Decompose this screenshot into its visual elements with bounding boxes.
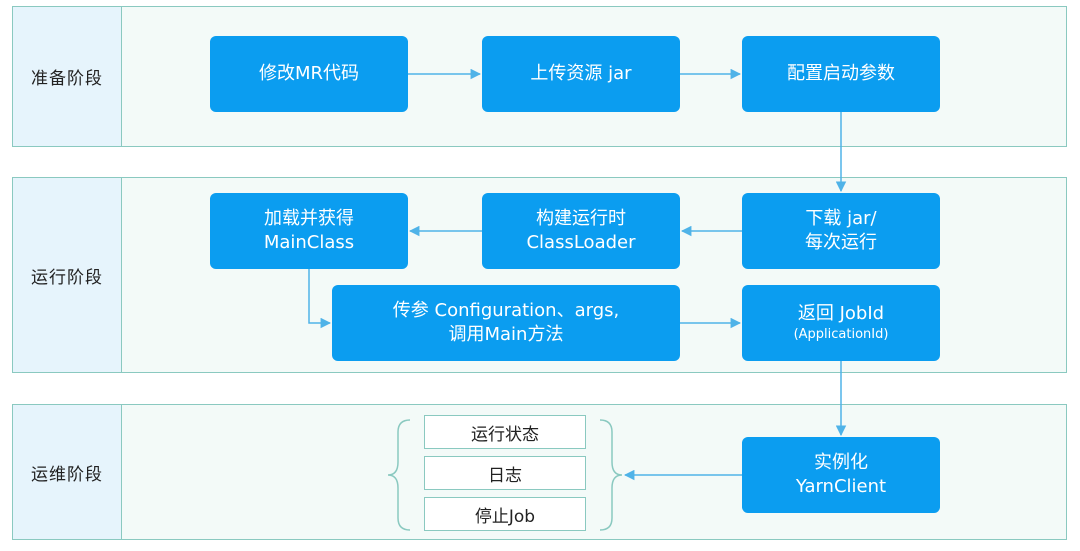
- ops-item-stop-job: 停止Job: [424, 497, 586, 531]
- node-yarn-client-line2: YarnClient: [795, 476, 887, 497]
- ops-item-run-status: 运行状态: [424, 415, 586, 449]
- node-download-jar-line1: 下载 jar/: [805, 208, 877, 229]
- node-upload-jar-label: 上传资源 jar: [530, 63, 632, 84]
- node-build-classloader-line1: 构建运行时: [536, 208, 626, 229]
- node-build-classloader-line2: ClassLoader: [526, 232, 636, 253]
- node-download-jar-line2: 每次运行: [805, 232, 877, 253]
- node-upload-jar: 上传资源 jar: [482, 36, 680, 112]
- ops-item-run-status-label: 运行状态: [471, 424, 539, 445]
- node-config-params: 配置启动参数: [742, 36, 940, 112]
- node-download-jar: 下载 jar/ 每次运行: [742, 193, 940, 269]
- node-yarn-client-line1: 实例化: [814, 452, 868, 473]
- node-load-mainclass: 加载并获得 MainClass: [210, 193, 408, 269]
- stage-label-ops: 运维阶段: [13, 405, 122, 539]
- node-pass-params: 传参 Configuration、args, 调用Main方法: [332, 285, 680, 361]
- node-modify-mr-code: 修改MR代码: [210, 36, 408, 112]
- node-return-jobid: 返回 JobId (ApplicationId): [742, 285, 940, 361]
- node-config-params-label: 配置启动参数: [787, 63, 895, 84]
- stage-label-run: 运行阶段: [13, 178, 122, 372]
- node-return-jobid-line2: (ApplicationId): [793, 327, 889, 342]
- ops-item-logs-label: 日志: [488, 465, 522, 486]
- ops-item-stop-job-label: 停止Job: [474, 506, 536, 527]
- node-return-jobid-line1: 返回 JobId: [797, 303, 885, 324]
- node-pass-params-line2: 调用Main方法: [448, 324, 564, 345]
- node-modify-mr-code-label: 修改MR代码: [258, 63, 360, 84]
- stage-label-prepare: 准备阶段: [13, 7, 122, 146]
- node-pass-params-line1: 传参 Configuration、args,: [392, 300, 620, 321]
- node-yarn-client: 实例化 YarnClient: [742, 437, 940, 513]
- ops-item-logs: 日志: [424, 456, 586, 490]
- node-build-classloader: 构建运行时 ClassLoader: [482, 193, 680, 269]
- node-load-mainclass-line2: MainClass: [263, 232, 355, 253]
- node-load-mainclass-line1: 加载并获得: [264, 208, 354, 229]
